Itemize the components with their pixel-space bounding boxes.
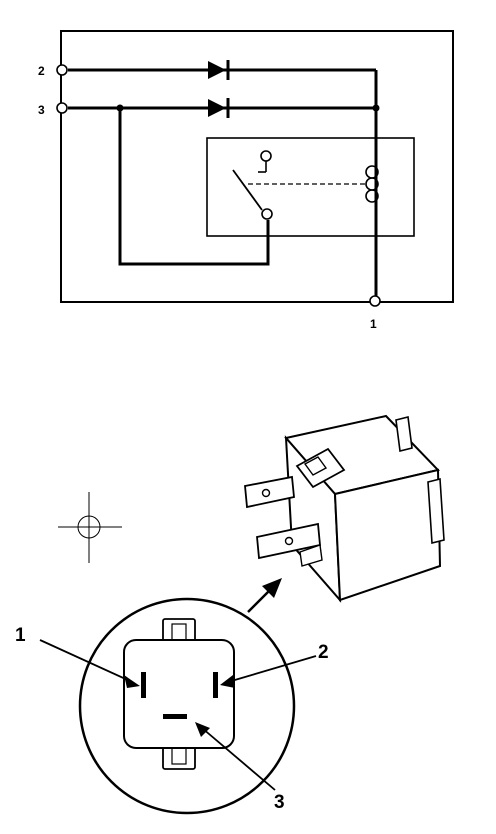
crosshair-mark [58, 492, 122, 563]
junction-dot [372, 104, 380, 112]
callout-leaders [39, 639, 317, 791]
callout-1-label: 1 [15, 625, 26, 646]
relay-coil-box [206, 137, 415, 237]
diode-line-3 [208, 98, 230, 118]
diode-line-2 [208, 60, 230, 80]
terminal-2-label: 2 [38, 64, 45, 78]
relay-right-face [333, 468, 442, 602]
view-direction-arrow [247, 578, 282, 613]
relay-isometric-drawing [244, 414, 445, 603]
terminal-3-label: 3 [38, 103, 45, 117]
relay-switch [232, 150, 273, 220]
connector-body [123, 639, 235, 749]
callout-3-label: 3 [274, 792, 285, 813]
switch-feed-wire [118, 108, 270, 266]
relay-schematic [56, 30, 454, 307]
pin-3-blade [163, 714, 187, 719]
callout-2-label: 2 [318, 642, 329, 663]
relay-housing-outline [60, 30, 454, 303]
pin-2-blade [213, 672, 218, 698]
connector-face-magnified [78, 597, 296, 815]
terminal-3-node [56, 102, 68, 114]
terminal-1-node [369, 295, 381, 307]
terminal-1-label: 1 [370, 317, 377, 331]
pin-1-blade [141, 672, 146, 698]
relay-coil [365, 165, 379, 203]
terminal-2-node [56, 64, 68, 76]
